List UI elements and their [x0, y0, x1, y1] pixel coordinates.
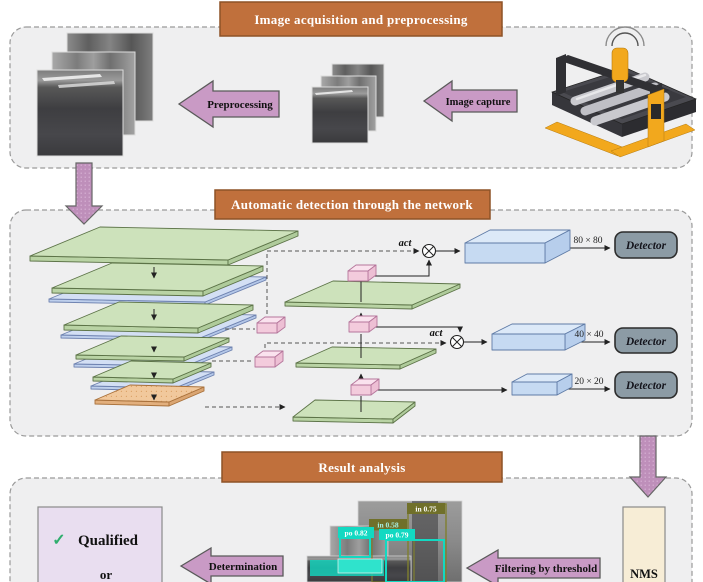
neck-plane-bottom-top — [292, 399, 416, 420]
cube-to-mult-2 — [369, 326, 463, 333]
flow-arrow-down-right — [628, 435, 668, 498]
act-label-2: act — [430, 328, 444, 339]
weld-streak-1 — [42, 74, 102, 81]
backbone-layer-5-top — [92, 360, 212, 380]
detection-preview-image: in 0.75 in 0.58 po 0.82 po 0.79 — [306, 500, 463, 582]
feature-box-20-front — [511, 381, 558, 396]
feature-box-40-front — [491, 333, 566, 351]
backbone-layer-1-top — [29, 226, 299, 261]
backbone-layer-3-top — [63, 301, 254, 329]
image-capture-arrow-label: Image capture — [446, 97, 511, 108]
detection-tag-bg — [338, 527, 374, 538]
filtering-arrow: Filtering by threshold — [465, 548, 601, 582]
detection-dark-seam — [412, 501, 438, 582]
image-capture-arrow: Image capture — [422, 79, 518, 123]
neck-cube-mid-front — [348, 321, 370, 333]
detection-label: po 0.79 — [386, 531, 409, 540]
act-label-1: act — [399, 238, 413, 249]
detection-tag-bg — [369, 519, 407, 530]
detector-box-3: Detector — [614, 371, 678, 399]
scale-label-40x40: 40 × 40 — [574, 330, 603, 340]
detection-label: in 0.75 — [415, 505, 437, 514]
skip-link-1-to-mult — [266, 248, 420, 321]
detector-label-3: Detector — [625, 380, 667, 392]
neck-cube-top-front — [347, 270, 369, 282]
acquisition-banner-title: Image acquisition and preprocessing — [254, 12, 468, 27]
multiply-circle-icon — [449, 334, 465, 350]
machine-signal-arc-1 — [611, 32, 639, 47]
detection-banner-title: Automatic detection through the network — [231, 197, 473, 212]
weld-streak-2 — [58, 81, 115, 88]
machine-roller-2 — [580, 82, 660, 116]
fuse-cube-1-front — [256, 322, 278, 334]
result-banner: Result analysis — [221, 451, 503, 483]
machine-gantry-left-column — [556, 54, 566, 96]
backbone-layer-6-sppf-top — [94, 384, 205, 403]
multiply-circle-icon — [421, 243, 437, 259]
or-label: or — [100, 567, 113, 582]
scale-label-80x80: 80 × 80 — [573, 236, 602, 246]
preprocessing-arrow-label: Preprocessing — [207, 99, 273, 111]
backbone-layer-2-top — [51, 262, 264, 292]
qualified-label: Qualified — [78, 533, 139, 549]
result-banner-title: Result analysis — [318, 460, 405, 475]
machine-signal-arc-2 — [605, 26, 645, 47]
scanner-machine-illustration — [544, 26, 697, 158]
machine-spindle-tip — [616, 80, 624, 93]
flow-arrow-down-left — [64, 162, 104, 225]
machine-spindle — [611, 47, 629, 83]
network-cubes — [254, 229, 586, 396]
feature-box-80-front — [464, 242, 546, 264]
detector-label-1: Detector — [625, 240, 667, 252]
preprocessing-arrow: Preprocessing — [177, 79, 280, 129]
check-icon: ✓ — [52, 532, 65, 549]
neck-cube-bottom-front — [350, 384, 372, 396]
machine-control-box — [651, 104, 661, 119]
detector-box-1: Detector — [614, 231, 678, 259]
detector-label-2: Detector — [625, 336, 667, 348]
detection-banner: Automatic detection through the network — [214, 189, 491, 220]
raw-image-stack — [311, 63, 385, 144]
detection-tag-bg — [407, 503, 445, 514]
nms-label: NMS — [630, 567, 658, 581]
scale-label-20x20: 20 × 20 — [574, 377, 603, 387]
detection-tag-bg — [379, 529, 415, 540]
cube-to-mult-1 — [369, 259, 432, 277]
detection-mask-2 — [337, 558, 383, 574]
qualified-box: ✓ Qualified or — [37, 506, 163, 582]
neck-plane-mid-top — [295, 346, 437, 366]
acquisition-banner: Image acquisition and preprocessing — [219, 1, 503, 37]
network-layers — [29, 226, 461, 424]
neck-plane-top-top — [284, 280, 461, 306]
detection-label: po 0.82 — [345, 529, 368, 538]
weld-streak — [315, 90, 353, 95]
detector-box-2: Detector — [614, 327, 678, 354]
nms-box: NMS — [622, 506, 666, 582]
stack-image-front — [311, 86, 369, 144]
preprocessed-image-stack — [36, 32, 154, 157]
detection-label: in 0.58 — [377, 521, 399, 530]
determination-arrow-label: Determination — [209, 561, 277, 573]
filtering-arrow-label: Filtering by threshold — [495, 563, 597, 575]
determination-arrow: Determination — [179, 546, 284, 582]
fuse-cube-2-front — [254, 356, 276, 368]
